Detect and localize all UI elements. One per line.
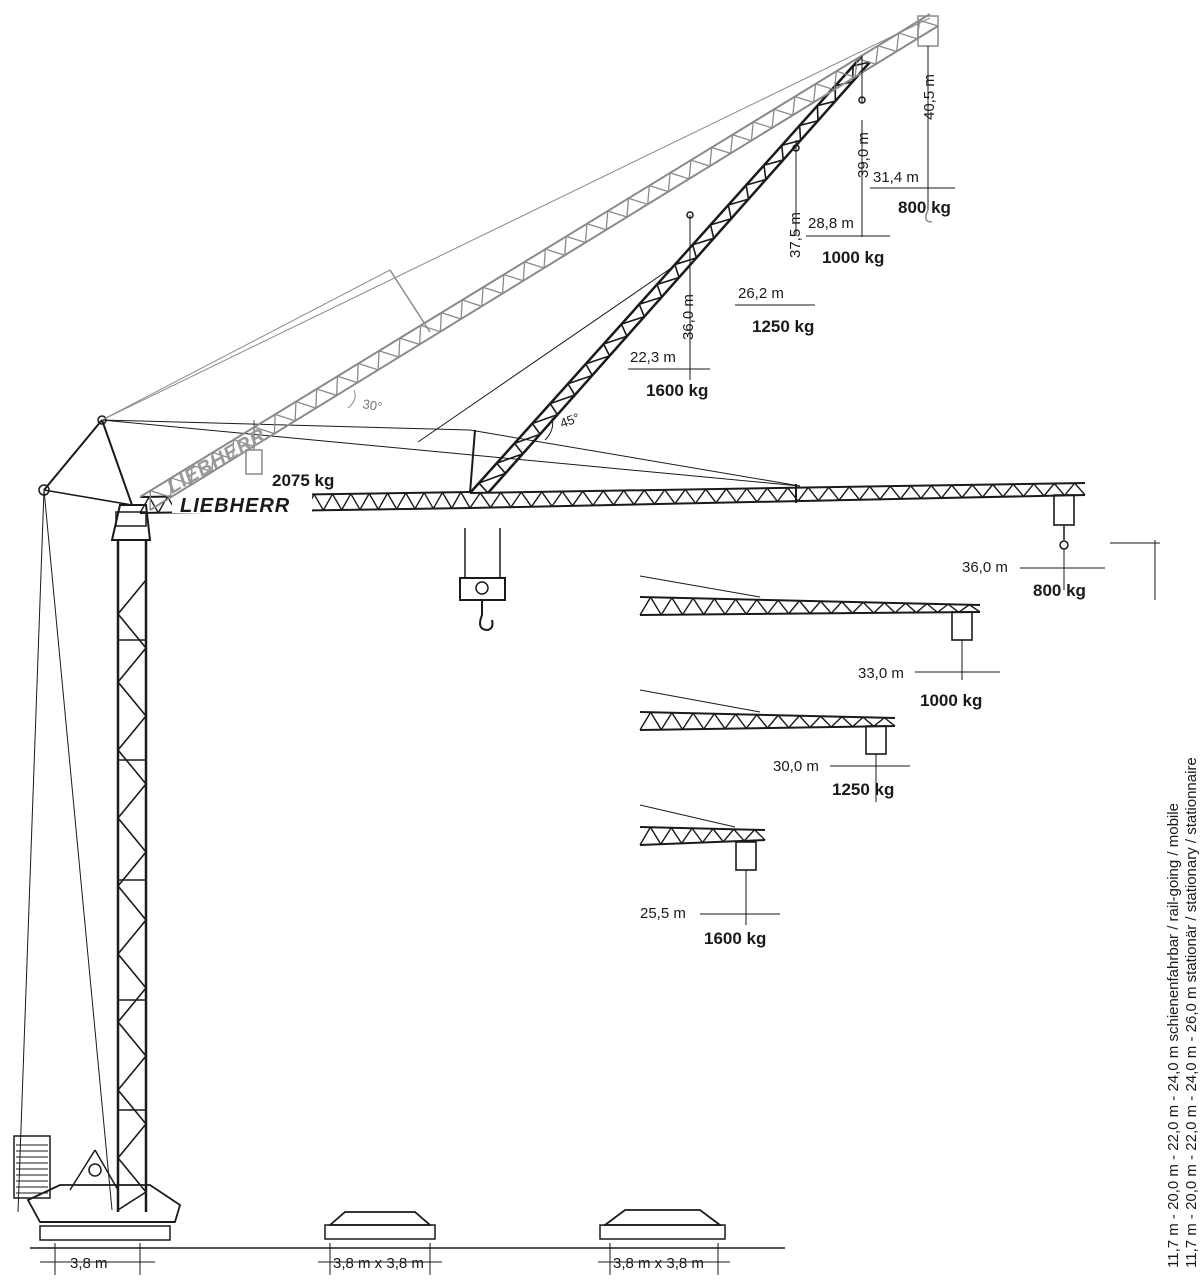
base-dim-stationary: 3,8 m x 3,8 m (613, 1255, 704, 1272)
base-dim-rail: 3,8 m x 3,8 m (333, 1255, 424, 1272)
horizontal-jib-load-1: 800 kg (1033, 581, 1086, 600)
horizontal-jib-radius-2: 33,0 m (858, 665, 904, 682)
horizontal-jib-radius-3: 30,0 m (773, 758, 819, 775)
tower-stay-line (18, 490, 44, 1212)
luffed-45-height-1: 39,0 m (855, 132, 872, 178)
brand-logo-luffed: LIEBHERR (164, 424, 270, 498)
base-dim-mobile: 3,8 m (70, 1255, 108, 1272)
luffed-45-load-3: 1600 kg (646, 381, 708, 400)
counter-jib: LIEBHERR (140, 492, 470, 517)
brand-logo-main: LIEBHERR (180, 495, 290, 517)
luffed-45-radius-3: 22,3 m (630, 349, 676, 366)
luffed-45-height-2: 37,5 m (787, 212, 804, 258)
luffed-45-height-3: 36,0 m (680, 294, 697, 340)
luffed-45-radius-1: 28,8 m (808, 215, 854, 232)
counter-jib-load-label: 2075 kg (272, 471, 334, 490)
mobile-base (28, 1150, 180, 1240)
angle-30-label: 30° (361, 396, 383, 414)
height-range-mobile: 11,7 m - 20,0 m - 22,0 m - 24,0 m schien… (1165, 803, 1182, 1268)
horizontal-jib-radius-1: 36,0 m (962, 559, 1008, 576)
horizontal-jib-load-2: 1000 kg (920, 691, 982, 710)
horizontal-jib-radius-4: 25,5 m (640, 905, 686, 922)
short-jib-1 (640, 576, 1000, 680)
angle-45-label: 45° (558, 410, 582, 431)
tower-mast (112, 505, 150, 1212)
jib-end-hook (1054, 495, 1074, 549)
luffed-30-load: 800 kg (898, 198, 951, 217)
luffed-45-load-1: 1000 kg (822, 248, 884, 267)
horizontal-jib-load-4: 1600 kg (704, 929, 766, 948)
main-jib-horizontal (470, 483, 1085, 508)
luffed-45-load-2: 1250 kg (752, 317, 814, 336)
tower-top-frame (39, 416, 132, 505)
horizontal-jib-load-3: 1250 kg (832, 780, 894, 799)
luffed-30-radius: 31,4 m (873, 169, 919, 186)
height-range-stationary: 11,7 m - 20,0 m - 22,0 m - 24,0 m - 26,0… (1183, 757, 1200, 1268)
luffed-jib-45 (470, 56, 870, 493)
main-hook-block (460, 528, 505, 630)
luffed-45-radius-2: 26,2 m (738, 285, 784, 302)
luffed-30-height: 40,5 m (921, 74, 938, 120)
